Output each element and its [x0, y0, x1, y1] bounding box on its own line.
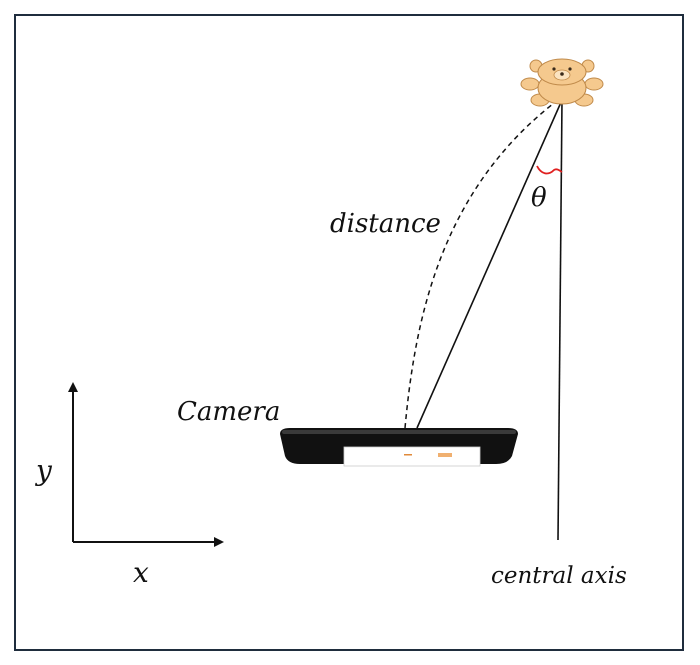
central-axis-line — [557, 99, 563, 541]
distance-curve — [404, 99, 559, 429]
theta-angle-arc — [536, 165, 563, 175]
camera-to-target-line — [416, 99, 563, 429]
diagram-frame — [14, 14, 684, 651]
x-axis-label: x — [133, 556, 149, 589]
y-axis-label: y — [34, 454, 53, 487]
camera-device — [280, 428, 518, 467]
theta-label: θ — [531, 183, 547, 213]
camera-label: Camera — [177, 397, 280, 427]
central-axis-label: central axis — [491, 563, 627, 589]
distance-label: distance — [330, 209, 441, 239]
teddy-bear-icon — [520, 58, 604, 107]
